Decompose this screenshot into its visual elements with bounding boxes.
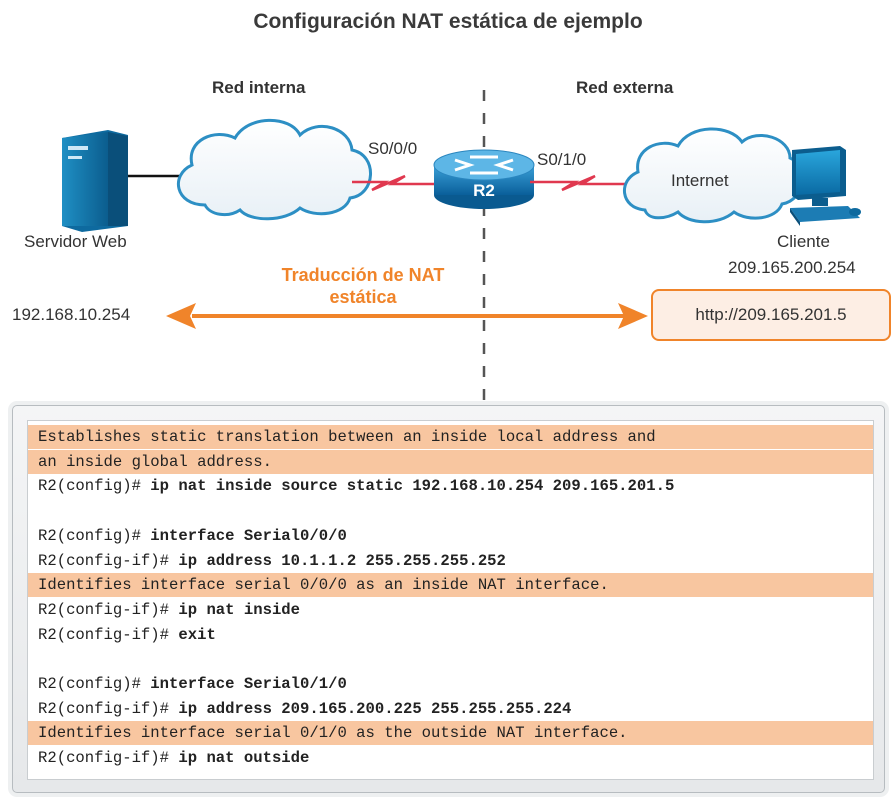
cli-command: ip nat inside source static 192.168.10.2… [150, 477, 675, 496]
cli-text: Establishes static translation between a… [38, 428, 656, 446]
inside-global-url-box: http://209.165.201.5 [651, 289, 891, 341]
cli-prompt: R2(config)# [38, 526, 151, 545]
inside-network-label: Red interna [212, 78, 306, 97]
cli-command: interface Serial0/1/0 [150, 675, 347, 693]
cli-prompt: R2(config-if)# [38, 625, 179, 644]
cli-command: ip address 209.165.200.225 255.255.255.2… [178, 699, 572, 718]
cli-text: Identifies interface serial 0/1/0 as the… [38, 724, 628, 743]
interface-s010-label: S0/1/0 [537, 150, 587, 169]
cli-comment-line: an inside global address. [28, 449, 873, 474]
cli-command: exit [178, 625, 216, 644]
cli-text: Identifies interface serial 0/0/0 as an … [38, 576, 609, 595]
cli-prompt: R2(config)# [38, 675, 151, 693]
router-icon[interactable] [433, 149, 535, 209]
cli-comment-line: Establishes static translation between a… [28, 425, 873, 449]
cli-line: R2(config)# ip nat inside source static … [38, 474, 674, 498]
cli-text: an inside global address. [38, 452, 272, 471]
client-ip-label: 209.165.200.254 [728, 258, 856, 277]
cli-prompt: R2(config-if)# [38, 551, 179, 570]
cli-line: R2(config-if)# ip address 10.1.1.2 255.2… [38, 549, 506, 573]
cli-line: R2(config-if)# exit [38, 623, 216, 647]
router-label: R2 [473, 181, 495, 200]
inside-local-address: 192.168.10.254 [12, 305, 131, 324]
cli-line: R2(config-if)# ip nat outside [38, 746, 309, 770]
cli-prompt: R2(config-if)# [38, 749, 179, 768]
outside-network-label: Red externa [576, 78, 674, 97]
cli-comment-line: Identifies interface serial 0/1/0 as the… [28, 721, 873, 746]
page-title: Configuración NAT estática de ejemplo [253, 10, 643, 33]
network-diagram [62, 90, 861, 410]
cli-command: ip address 10.1.1.2 255.255.255.252 [178, 551, 506, 570]
cli-output: Establishes static translation between a… [27, 420, 874, 780]
cli-command: ip nat inside [178, 600, 301, 619]
server-icon[interactable] [62, 130, 128, 232]
cli-command: ip nat outside [178, 749, 310, 768]
cli-prompt: R2(config-if)# [38, 699, 179, 718]
internet-cloud [622, 127, 804, 224]
nat-arrow [166, 303, 648, 329]
nat-title-line2: estática [329, 287, 397, 307]
serial-link-right [530, 174, 628, 192]
serial-link-left [352, 174, 438, 192]
client-pc-icon[interactable] [790, 146, 861, 226]
server-label: Servidor Web [24, 232, 127, 251]
cli-panel: Establishes static translation between a… [12, 405, 885, 793]
cli-line: R2(config-if)# ip address 209.165.200.22… [38, 697, 571, 721]
cli-comment-line: Identifies interface serial 0/0/0 as an … [28, 573, 873, 598]
cli-line: R2(config-if)# ip nat inside [38, 598, 300, 622]
interface-s000-label: S0/0/0 [368, 139, 418, 158]
inside-cloud [176, 118, 372, 221]
internet-label: Internet [671, 171, 729, 190]
cli-command: interface Serial0/0/0 [150, 526, 347, 545]
inside-global-url: http://209.165.201.5 [695, 305, 847, 324]
cli-prompt: R2(config)# [38, 477, 151, 496]
cli-prompt: R2(config-if)# [38, 600, 179, 619]
cli-line: R2(config)# interface Serial0/0/0 [38, 524, 347, 548]
nat-title-line1: Traducción de NAT [281, 265, 445, 285]
client-label: Cliente [777, 232, 830, 251]
nat-translation-title: Traducción de NAT estática [246, 264, 480, 308]
cli-line: R2(config)# interface Serial0/1/0 [38, 672, 347, 696]
